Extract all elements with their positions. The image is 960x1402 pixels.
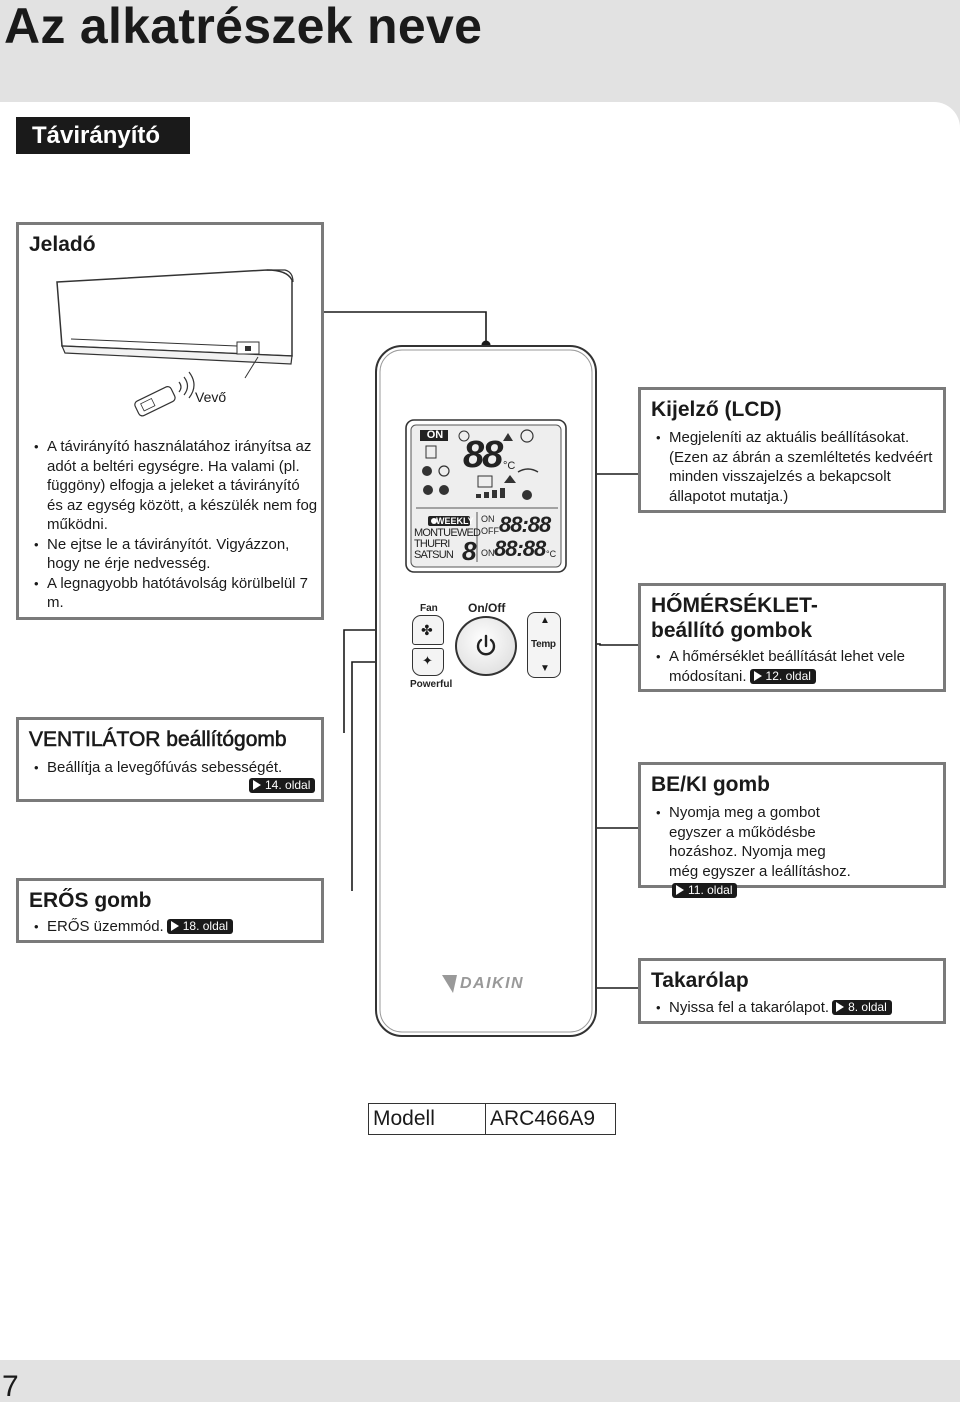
lcd-timer-2: 88:88 <box>494 536 546 561</box>
remote-control <box>375 345 597 1037</box>
page-reference-text: 8. oldal <box>848 1000 887 1014</box>
fan-box: VENTILÁTOR beállítógomb Beállítja a leve… <box>16 717 324 802</box>
transmitter-list: A távirányító használatához irányítsa az… <box>29 437 319 613</box>
power-icon <box>476 634 496 656</box>
onoff-button[interactable] <box>455 616 517 676</box>
list-item: A legnagyobb hatótávolság körülbelül 7 m… <box>29 574 319 613</box>
page-arrow-icon <box>676 885 684 895</box>
lcd-timer-1: 88:88 <box>499 512 551 537</box>
temperature-title: HŐMÉRSÉKLET-beállító gombok <box>651 594 818 642</box>
temperature-list: A hőmérséklet beállítását lehet vele mód… <box>651 647 941 686</box>
model-table: Modell ARC466A9 <box>368 1103 616 1135</box>
indoor-unit-illustration <box>56 269 294 417</box>
page-title: Az alkatrészek neve <box>4 0 483 54</box>
lcd-day-digit: 8 <box>462 536 477 566</box>
page-reference[interactable]: 8. oldal <box>832 1000 892 1015</box>
lcd-on-badge: ON <box>426 429 444 441</box>
page-arrow-icon <box>253 780 261 790</box>
powerful-title: ERŐS gomb <box>29 889 152 912</box>
model-label: Modell <box>369 1104 486 1134</box>
fan-button[interactable]: ✤ <box>412 615 444 645</box>
powerful-button-label: Powerful <box>410 679 453 690</box>
powerful-button[interactable]: ✦ <box>412 648 444 676</box>
lcd-weekly-label: WEEKLY <box>436 516 474 526</box>
lcd-temp-unit: °C <box>503 460 516 472</box>
cover-box: Takarólap Nyissa fel a takarólapot. 8. ol… <box>638 958 946 1024</box>
lcd-temp-digits: 88 <box>463 434 503 476</box>
list-item: Ne ejtse le a távirányítót. Vigyázzon, h… <box>29 535 319 574</box>
display-list: Megjeleníti az aktuális beállításokat. (… <box>651 428 941 506</box>
fan-button-label: Fan <box>420 603 438 614</box>
list-item: Nyomja meg a gombot egyszer a működésbe … <box>651 803 851 901</box>
powerful-list: ERŐS üzemmód. 18. oldal <box>29 917 319 937</box>
onoff-item-text: Nyomja meg a gombot egyszer a működésbe … <box>669 804 851 880</box>
fan-list: Beállítja a levegőfúvás sebességét. <box>29 758 319 778</box>
powerful-item-text: ERŐS üzemmód. <box>47 918 164 935</box>
list-item: Megjeleníti az aktuális beállításokat. (… <box>651 428 941 506</box>
page-arrow-icon <box>170 921 179 931</box>
page-reference[interactable]: 14. oldal <box>249 778 316 793</box>
transmitter-title: Jeladó <box>29 233 96 256</box>
onoff-box: BE/KI gomb Nyomja meg a gombot egyszer a… <box>638 762 946 898</box>
page-reference[interactable]: 18. oldal <box>166 919 234 934</box>
powerful-icon: ✦ <box>422 653 433 668</box>
cover-title: Takarólap <box>651 969 749 992</box>
brand-logo: DAIKIN <box>438 974 524 994</box>
temp-button[interactable]: ▲ ▼ <box>527 612 561 678</box>
cover-item-text: Nyissa fel a takarólapot. <box>669 999 830 1016</box>
lcd-on-label-2: ON <box>481 548 495 558</box>
temp-down-icon: ▼ <box>540 663 550 674</box>
transmitter-box: Jeladó Vevő A távirányító használatához … <box>16 222 324 620</box>
brand-name: DAIKIN <box>460 975 525 992</box>
temp-up-icon: ▲ <box>540 615 550 626</box>
onoff-title: BE/KI gomb <box>651 773 770 796</box>
lcd-days-row1: MONTUEWED <box>414 527 481 539</box>
fan-title: VENTILÁTOR beállítógomb <box>29 728 287 752</box>
temperature-box: HŐMÉRSÉKLET-beállító gombok A hőmérsékle… <box>638 583 946 692</box>
temp-button-label: Temp <box>531 639 556 650</box>
lcd-timer-unit: °C <box>546 549 557 559</box>
lcd-on-label: ON <box>481 514 495 524</box>
list-item: A távirányító használatához irányítsa az… <box>29 437 319 535</box>
page-reference-text: 18. oldal <box>182 919 229 933</box>
page-arrow-icon <box>753 670 762 681</box>
page-reference-text: 14. oldal <box>265 778 311 792</box>
lcd-days-row3: SATSUN <box>414 549 454 561</box>
fan-icon: ✤ <box>421 622 433 638</box>
page-reference[interactable]: 11. oldal <box>672 883 738 898</box>
receiver-label: Vevő <box>195 389 227 405</box>
page-reference[interactable]: 12. oldal <box>749 668 816 684</box>
display-box: Kijelző (LCD) Megjeleníti az aktuális be… <box>638 387 946 513</box>
page-arrow-icon <box>836 1002 845 1012</box>
page-reference-text: 11. oldal <box>688 883 733 897</box>
powerful-box: ERŐS gomb ERŐS üzemmód. 18. oldal <box>16 878 324 943</box>
page-number: 7 <box>2 1370 19 1402</box>
cover-list: Nyissa fel a takarólapot. 8. oldal <box>651 998 941 1018</box>
daikin-logo-icon <box>442 975 457 993</box>
list-item: Nyissa fel a takarólapot. 8. oldal <box>651 998 941 1018</box>
onoff-button-label: On/Off <box>468 601 506 615</box>
page-reference-text: 12. oldal <box>765 668 811 683</box>
model-value: ARC466A9 <box>490 1107 596 1130</box>
lcd-days-row2: THUFRI <box>414 538 450 550</box>
section-tab-remote: Távirányító <box>16 117 190 154</box>
list-item: ERŐS üzemmód. 18. oldal <box>29 917 319 937</box>
display-title: Kijelző (LCD) <box>651 398 782 421</box>
onoff-list: Nyomja meg a gombot egyszer a működésbe … <box>651 803 851 901</box>
lcd-off-label: OFF <box>481 526 499 536</box>
list-item: Beállítja a levegőfúvás sebességét. <box>29 758 319 778</box>
list-item: A hőmérséklet beállítását lehet vele mód… <box>651 647 941 686</box>
temperature-item-text: A hőmérséklet beállítását lehet vele mód… <box>669 648 905 685</box>
